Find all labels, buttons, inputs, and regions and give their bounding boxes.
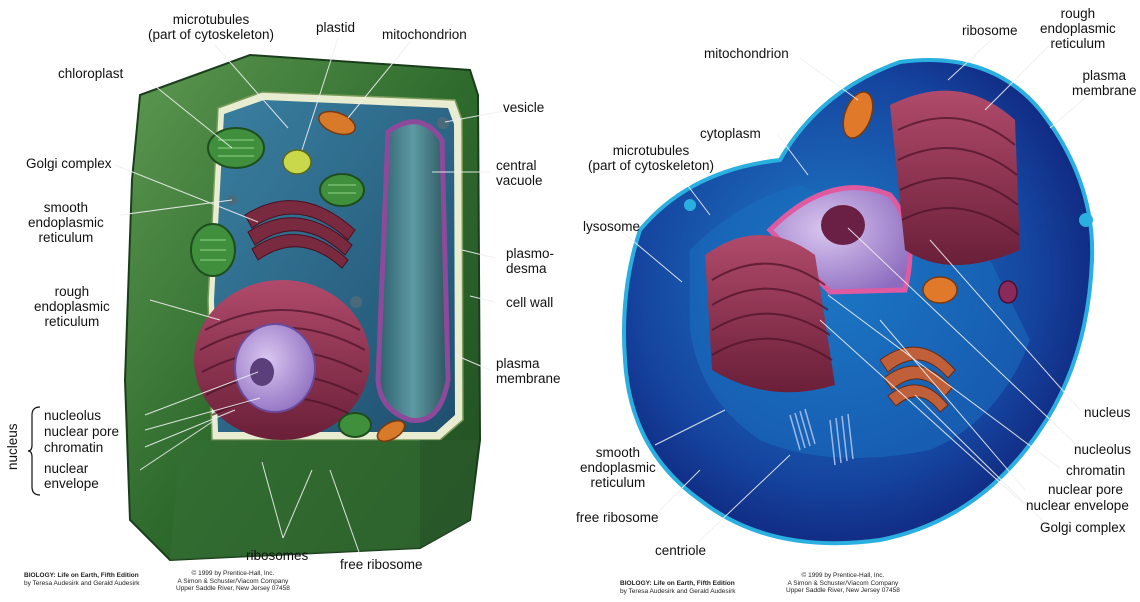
label-animal-nucleus: nucleus bbox=[1084, 405, 1131, 420]
animal-credit-authors: by Teresa Audesirk and Gerald Audesirk bbox=[620, 588, 736, 596]
plant-credit-title: BIOLOGY: Life on Earth, Fifth Edition bbox=[24, 572, 139, 580]
label-animal-chromatin: chromatin bbox=[1066, 463, 1125, 478]
animal-credit-title: BIOLOGY: Life on Earth, Fifth Edition bbox=[620, 580, 735, 588]
label-animal-lysosome: lysosome bbox=[583, 219, 640, 234]
label-plant-nuclear-envelope: nuclear envelope bbox=[44, 461, 99, 491]
label-plant-central-vacuole: central vacuole bbox=[496, 158, 543, 188]
label-plant-microtubules: microtubules (part of cytoskeleton) bbox=[148, 12, 274, 42]
label-plant-free-ribosome: free ribosome bbox=[340, 557, 423, 572]
plant-credit-authors: by Teresa Audesirk and Gerald Audesirk bbox=[24, 580, 140, 588]
label-animal-smooth-er: smooth endoplasmic reticulum bbox=[580, 445, 656, 490]
label-plant-plasma-membrane: plasma membrane bbox=[496, 356, 561, 386]
label-animal-nuclear-envelope: nuclear envelope bbox=[1026, 498, 1129, 513]
label-animal-plasma-membrane: plasma membrane bbox=[1072, 68, 1137, 98]
label-animal-free-ribosome: free ribosome bbox=[576, 510, 659, 525]
label-animal-microtubules: microtubules (part of cytoskeleton) bbox=[588, 143, 714, 173]
label-plant-smooth-er: smooth endoplasmic reticulum bbox=[28, 200, 104, 245]
label-animal-cytoplasm: cytoplasm bbox=[700, 126, 761, 141]
label-plant-vesicle: vesicle bbox=[503, 100, 544, 115]
animal-cell-drawing bbox=[624, 60, 1093, 543]
label-animal-golgi: Golgi complex bbox=[1040, 520, 1126, 535]
label-animal-ribosome: ribosome bbox=[962, 23, 1018, 38]
plant-cell-drawing bbox=[125, 55, 480, 560]
label-plant-rough-er: rough endoplasmic reticulum bbox=[34, 284, 110, 329]
nucleus-bracket bbox=[28, 405, 42, 497]
label-plant-nuclear-pore: nuclear pore bbox=[44, 424, 119, 439]
label-animal-rough-er: rough endoplasmic reticulum bbox=[1040, 6, 1116, 51]
plant-credit-copyright: © 1999 by Prentice-Hall, Inc. A Simon & … bbox=[176, 570, 290, 593]
label-animal-nucleolus: nucleolus bbox=[1074, 442, 1131, 457]
label-animal-nuclear-pore: nuclear pore bbox=[1048, 482, 1123, 497]
label-plant-ribosomes: ribosomes bbox=[246, 548, 308, 563]
label-plant-cell-wall: cell wall bbox=[506, 295, 553, 310]
label-animal-mitochondrion: mitochondrion bbox=[704, 46, 789, 61]
animal-credit-copyright: © 1999 by Prentice-Hall, Inc. A Simon & … bbox=[786, 572, 900, 595]
label-plant-plasmodesma: plasmo- desma bbox=[506, 246, 554, 276]
label-plant-nucleus-group: nucleus bbox=[5, 423, 20, 470]
label-plant-chromatin: chromatin bbox=[44, 440, 103, 455]
label-animal-centriole: centriole bbox=[655, 543, 706, 558]
label-plant-nucleolus: nucleolus bbox=[44, 408, 101, 423]
label-plant-mitochondrion: mitochondrion bbox=[382, 27, 467, 42]
label-plant-plastid: plastid bbox=[316, 20, 355, 35]
label-plant-chloroplast: chloroplast bbox=[58, 66, 123, 81]
label-plant-golgi: Golgi complex bbox=[26, 156, 112, 171]
